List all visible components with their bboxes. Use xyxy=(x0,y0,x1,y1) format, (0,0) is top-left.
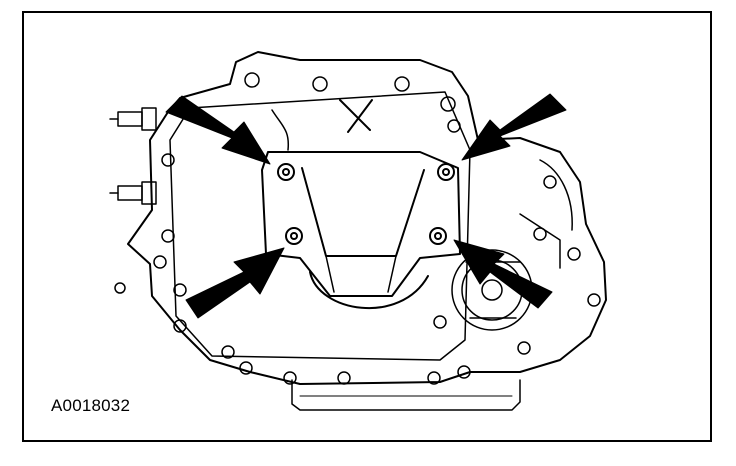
center-bracket xyxy=(261,151,461,297)
bracket-bolts xyxy=(277,163,455,245)
housing-outline xyxy=(127,51,607,385)
pan-flange xyxy=(169,91,471,361)
figure-frame xyxy=(22,11,712,442)
bottom-plate xyxy=(291,379,521,411)
figure-code: A0018032 xyxy=(51,396,131,415)
left-fittings xyxy=(109,107,157,205)
arrow-icon xyxy=(165,93,567,319)
filter-dome xyxy=(309,271,429,310)
perimeter-bolts xyxy=(114,72,601,385)
